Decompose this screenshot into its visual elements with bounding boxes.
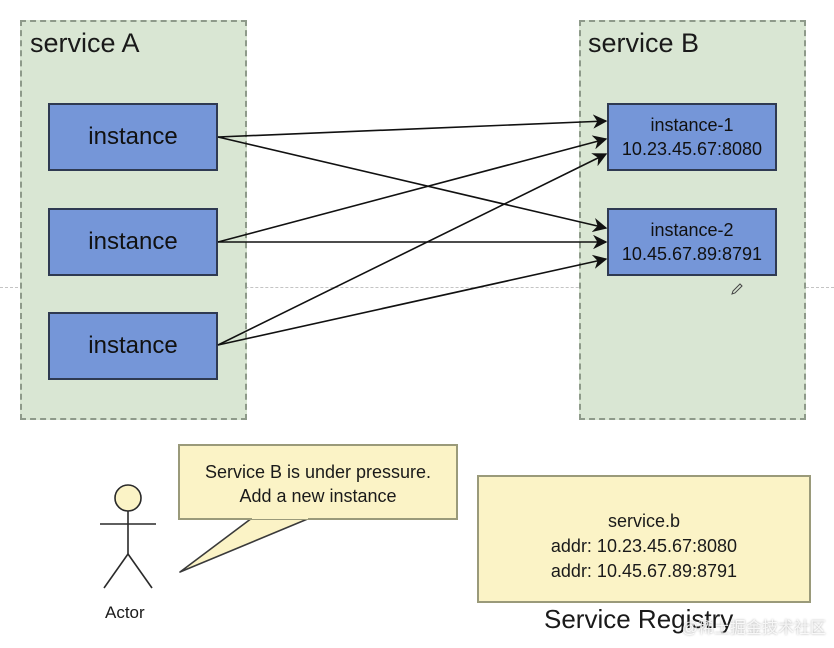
service-a-instance-3[interactable]: instance xyxy=(48,312,218,380)
arrow-a3-to-b2 xyxy=(217,254,608,346)
instance-label: instance xyxy=(88,123,178,150)
registry-service-name: service.b xyxy=(607,511,681,531)
instance-address: 10.45.67.89:8791 xyxy=(621,244,763,264)
arrow-a3-to-b1 xyxy=(217,153,608,346)
stick-figure-icon xyxy=(100,484,156,589)
service-registry-title: Service Registry xyxy=(544,604,734,634)
arrow-a1-to-b2 xyxy=(217,136,608,233)
arrow-a2-to-b1 xyxy=(217,135,608,243)
callout-line-1: Service B is under pressure. xyxy=(204,462,432,482)
callout-seam xyxy=(252,515,308,519)
service-b-title: service B xyxy=(588,28,700,58)
registry-entry-2: addr: 10.45.67.89:8791 xyxy=(550,561,738,581)
instance-address: 10.23.45.67:8080 xyxy=(621,139,763,159)
arrow-a1-to-b1 xyxy=(217,114,608,138)
service-b-instance-1[interactable]: instance-1 10.23.45.67:8080 xyxy=(607,103,777,171)
instance-label: instance xyxy=(88,228,178,255)
callout-note: Service B is under pressure. Add a new i… xyxy=(178,444,458,520)
service-registry-box: service.b addr: 10.23.45.67:8080 addr: 1… xyxy=(477,475,811,603)
pencil-cursor-icon xyxy=(730,282,744,296)
callout-line-2: Add a new instance xyxy=(239,486,397,506)
registry-entry-1: addr: 10.23.45.67:8080 xyxy=(550,536,738,556)
service-a-instance-2[interactable]: instance xyxy=(48,208,218,276)
service-a-instance-1[interactable]: instance xyxy=(48,103,218,171)
watermark-text: @稀土掘金技术社区 xyxy=(681,620,826,637)
service-b-instance-2[interactable]: instance-2 10.45.67.89:8791 xyxy=(607,208,777,276)
instance-name: instance-2 xyxy=(650,220,734,240)
background-guide-line xyxy=(0,287,834,288)
instance-name: instance-1 xyxy=(650,115,734,135)
service-a-title: service A xyxy=(30,28,140,58)
actor-label: Actor xyxy=(105,603,145,622)
instance-label: instance xyxy=(88,332,178,359)
